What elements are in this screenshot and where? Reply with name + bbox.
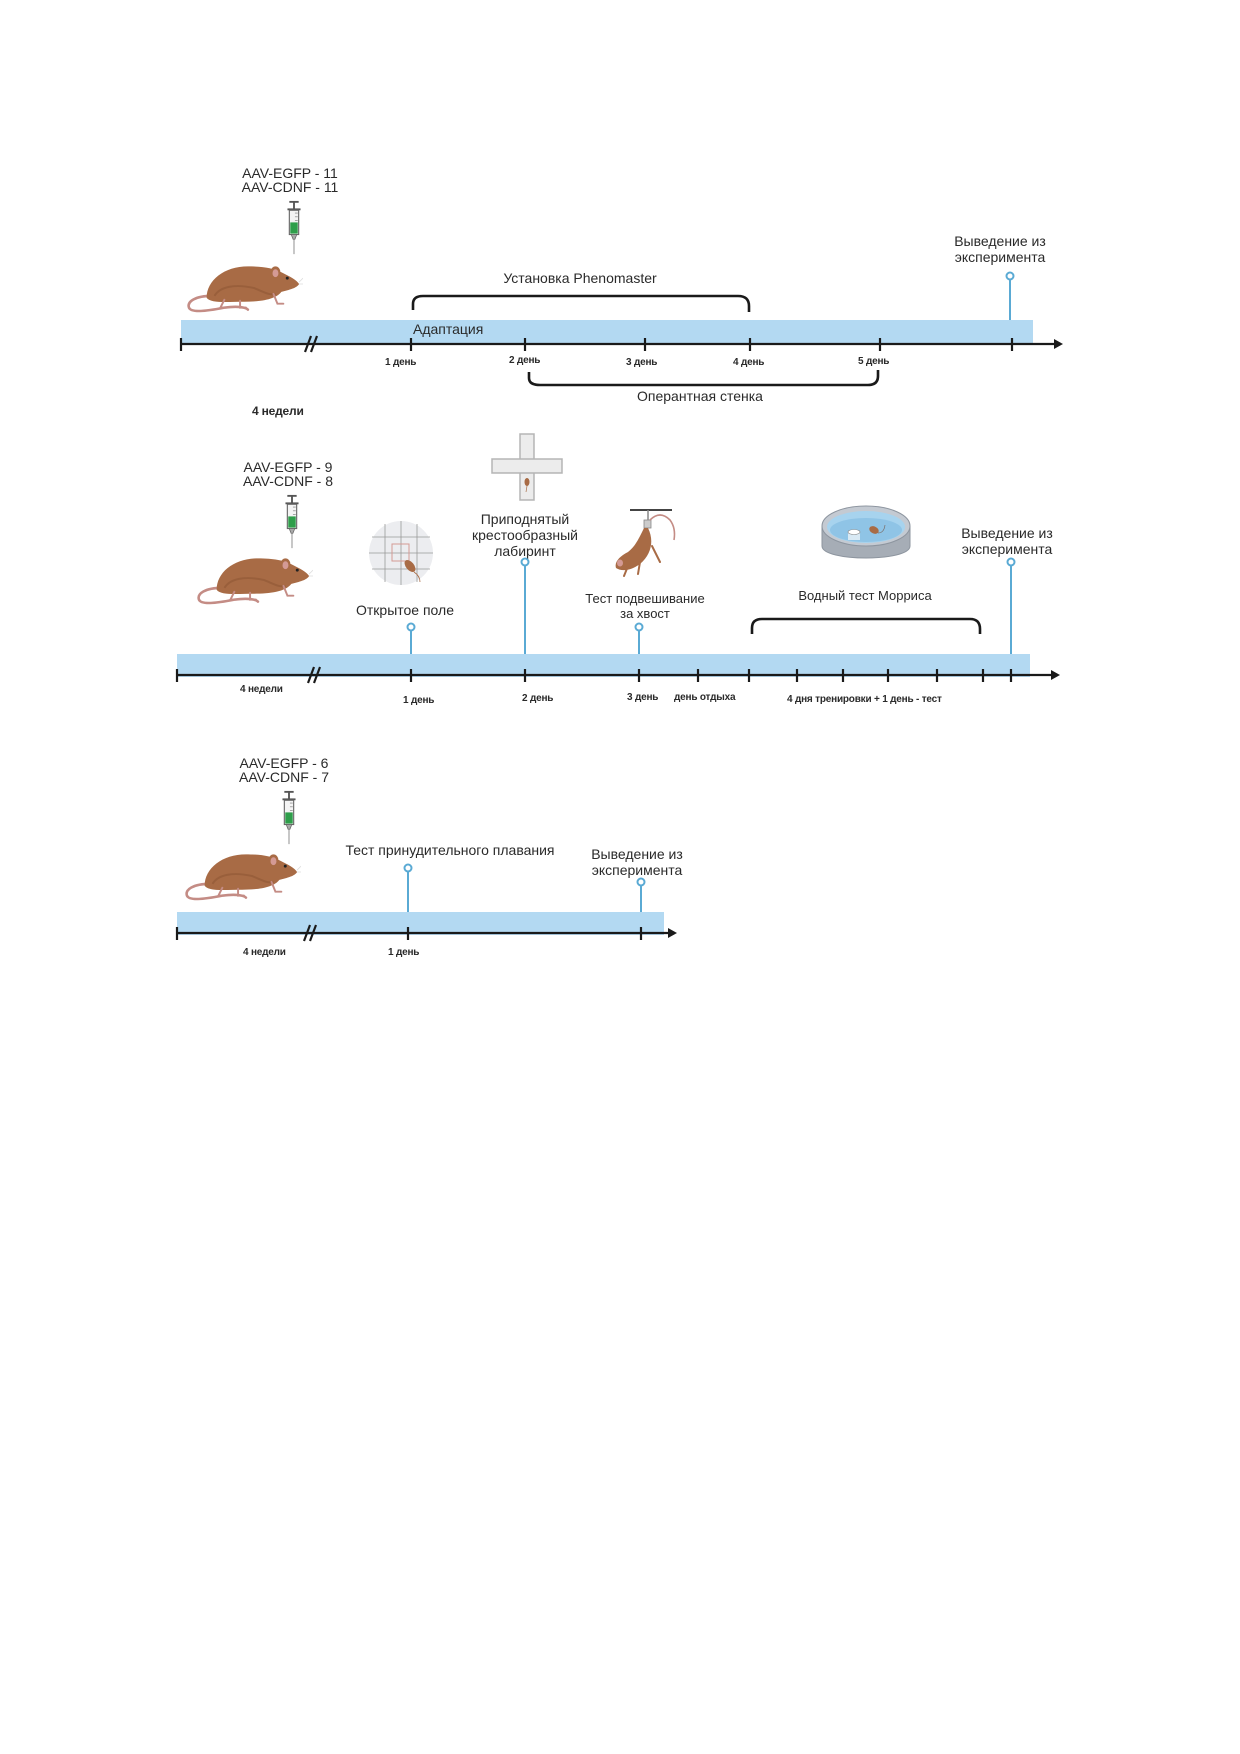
pin-forced-swim bbox=[403, 863, 413, 912]
event-label-forced-swim: Тест принудительного плавания bbox=[345, 842, 555, 858]
group-label-egfp: AAV-EGFP - 9 bbox=[243, 459, 333, 475]
bracket-morris bbox=[750, 617, 982, 634]
pin-tail-suspension bbox=[634, 622, 644, 654]
end-event-label-line2: эксперимента bbox=[961, 541, 1053, 557]
pin-end-2 bbox=[1006, 557, 1016, 654]
tick-label-4-weeks: 4 недели bbox=[243, 947, 286, 958]
group-label-cdnf: AAV-CDNF - 11 bbox=[241, 179, 339, 195]
end-event-label-line1: Выведение из bbox=[591, 846, 683, 862]
end-event-label-line2: эксперимента bbox=[591, 862, 683, 878]
timeline-band bbox=[177, 912, 664, 935]
event-label-open-field: Открытое поле bbox=[355, 602, 454, 618]
end-event-label-line1: Выведение из bbox=[954, 233, 1046, 249]
pin-epm bbox=[520, 557, 530, 654]
event-label-morris: Водный тест Морриса bbox=[798, 588, 932, 603]
axis-1 bbox=[179, 335, 1055, 353]
tick-label-day-2: 2 день bbox=[509, 355, 541, 366]
plus-maze-icon bbox=[491, 433, 563, 501]
bracket-operant-wall bbox=[527, 370, 880, 387]
duration-label-4-weeks: 4 недели bbox=[252, 404, 304, 418]
tick-label-day-1: 1 день bbox=[403, 695, 435, 706]
tick-label-day-5: 5 день bbox=[858, 356, 890, 367]
pin-end-3 bbox=[636, 877, 646, 912]
group-label-egfp: AAV-EGFP - 11 bbox=[242, 165, 338, 181]
bracket-label-phenomaster: Установка Phenomaster bbox=[503, 270, 657, 286]
tail-suspension-icon bbox=[615, 509, 676, 577]
band-label-adaptation: Адаптация bbox=[413, 321, 484, 337]
tick-label-4-weeks: 4 недели bbox=[240, 684, 283, 695]
event-label-epm-line1: Приподнятый bbox=[480, 511, 570, 527]
pin-end-1 bbox=[1005, 271, 1015, 320]
tick-label-day-3: 3 день bbox=[626, 357, 658, 368]
group-label-egfp: AAV-EGFP - 6 bbox=[239, 755, 329, 771]
water-maze-icon bbox=[821, 505, 911, 559]
tick-label-rest-day: день отдыха bbox=[674, 692, 736, 703]
timeline-band bbox=[181, 320, 1033, 343]
axis-arrow bbox=[668, 928, 677, 938]
tick-label-day-3: 3 день bbox=[627, 692, 659, 703]
event-label-epm-line3: лабиринт bbox=[494, 543, 556, 559]
axis-3 bbox=[175, 924, 670, 942]
tick-label-day-1: 1 день bbox=[388, 947, 420, 958]
axis-arrow bbox=[1051, 670, 1060, 680]
axis-arrow bbox=[1054, 339, 1063, 349]
tick-label-day-2: 2 день bbox=[522, 693, 554, 704]
tick-label-day-4: 4 день bbox=[733, 357, 765, 368]
axis-2 bbox=[175, 666, 1052, 684]
group-label-cdnf: AAV-CDNF - 7 bbox=[239, 769, 329, 785]
tick-label-training: 4 дня тренировки + 1 день - тест bbox=[787, 694, 942, 705]
timeline-band bbox=[177, 654, 1030, 677]
end-event-label-line1: Выведение из bbox=[961, 525, 1053, 541]
event-label-tail-suspension-line2: за хвост bbox=[620, 606, 670, 621]
tick-label-day-1: 1 день bbox=[385, 357, 417, 368]
pin-open-field bbox=[406, 622, 416, 654]
bracket-phenomaster bbox=[411, 294, 751, 312]
group-label-cdnf: AAV-CDNF - 8 bbox=[243, 473, 333, 489]
event-label-tail-suspension-line1: Тест подвешивание bbox=[585, 591, 705, 606]
bracket-label-operant-wall: Оперантная стенка bbox=[637, 388, 763, 404]
end-event-label-line2: эксперимента bbox=[954, 249, 1046, 265]
event-label-epm-line2: крестообразный bbox=[472, 527, 578, 543]
open-field-icon bbox=[369, 521, 433, 585]
